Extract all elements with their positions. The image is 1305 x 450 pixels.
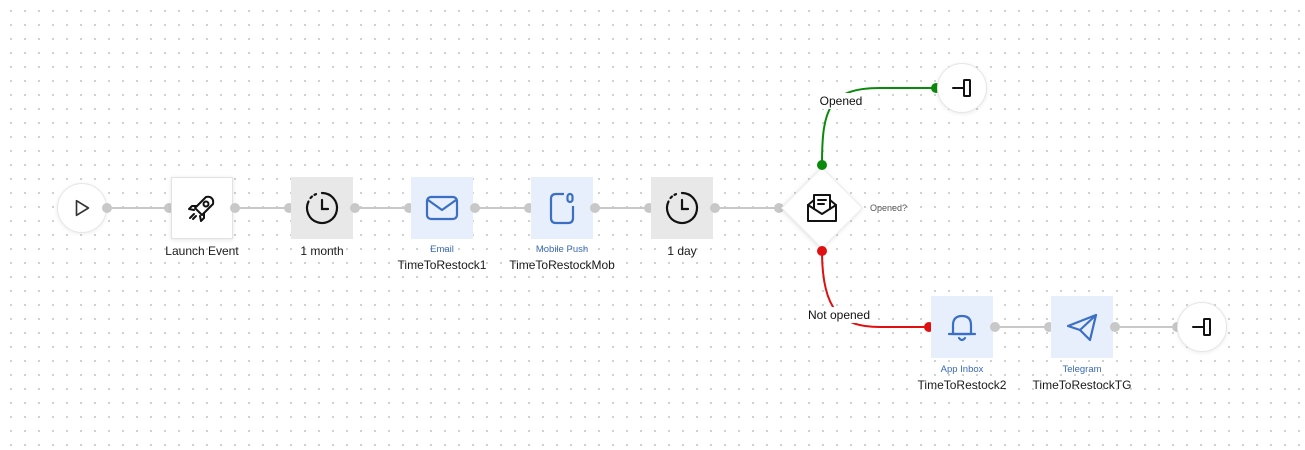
- telegram-type-label: Telegram: [1062, 364, 1102, 375]
- wait-month-output-port[interactable]: [350, 203, 360, 213]
- push-output-port[interactable]: [590, 203, 600, 213]
- push-input-port[interactable]: [524, 203, 534, 213]
- app-inbox-node[interactable]: [931, 296, 993, 358]
- exit-opened-input-port[interactable]: [931, 83, 941, 93]
- exit-icon: [950, 76, 974, 100]
- app-inbox-input-port[interactable]: [924, 322, 934, 332]
- not-opened-output-port[interactable]: [817, 246, 827, 256]
- bell-icon: [944, 309, 980, 345]
- wait-day-input-port[interactable]: [644, 203, 654, 213]
- not-opened-branch-label: Not opened: [804, 307, 874, 323]
- wait-day-node[interactable]: [651, 177, 713, 239]
- wait-month-node[interactable]: [291, 177, 353, 239]
- email-output-port[interactable]: [470, 203, 480, 213]
- wait-month-input-port[interactable]: [284, 203, 294, 213]
- rocket-icon: [185, 191, 219, 225]
- start-output-port[interactable]: [102, 203, 112, 213]
- exit-icon: [1190, 315, 1214, 339]
- app-inbox-output-port[interactable]: [990, 322, 1000, 332]
- wait-day-label: 1 day: [667, 244, 697, 258]
- email-name-label: TimeToRestock1: [397, 258, 487, 272]
- email-node[interactable]: [411, 177, 473, 239]
- launch-input-port[interactable]: [164, 203, 174, 213]
- app-inbox-type-label: App Inbox: [940, 364, 984, 375]
- email-input-port[interactable]: [404, 203, 414, 213]
- paper-plane-icon: [1064, 309, 1100, 345]
- email-type-label: Email: [430, 244, 454, 255]
- clock-icon: [664, 190, 700, 226]
- app-inbox-name-label: TimeToRestock2: [917, 378, 1007, 392]
- start-node[interactable]: [57, 183, 107, 233]
- mobile-push-node[interactable]: [531, 177, 593, 239]
- telegram-name-label: TimeToRestockTG: [1032, 378, 1132, 392]
- opened-envelope-icon: [804, 190, 840, 226]
- push-type-label: Mobile Push: [535, 244, 589, 255]
- exit-not-opened-node[interactable]: [1177, 302, 1227, 352]
- push-name-label: TimeToRestockMob: [509, 258, 615, 272]
- condition-node[interactable]: [780, 166, 864, 250]
- telegram-node[interactable]: [1051, 296, 1113, 358]
- phone-notification-icon: [544, 190, 580, 226]
- play-icon: [71, 197, 93, 219]
- opened-branch-label: Opened: [816, 93, 866, 109]
- launch-event-node[interactable]: [171, 177, 233, 239]
- wait-day-output-port[interactable]: [710, 203, 720, 213]
- telegram-input-port[interactable]: [1044, 322, 1054, 332]
- clock-icon: [304, 190, 340, 226]
- wait-month-label: 1 month: [300, 244, 344, 258]
- opened-output-port[interactable]: [817, 160, 827, 170]
- exit-opened-node[interactable]: [937, 63, 987, 113]
- launch-output-port[interactable]: [230, 203, 240, 213]
- condition-input-port[interactable]: [774, 203, 784, 213]
- launch-event-label: Launch Event: [165, 244, 239, 258]
- condition-label: Opened?: [870, 203, 908, 213]
- telegram-output-port[interactable]: [1110, 322, 1120, 332]
- envelope-icon: [424, 190, 460, 226]
